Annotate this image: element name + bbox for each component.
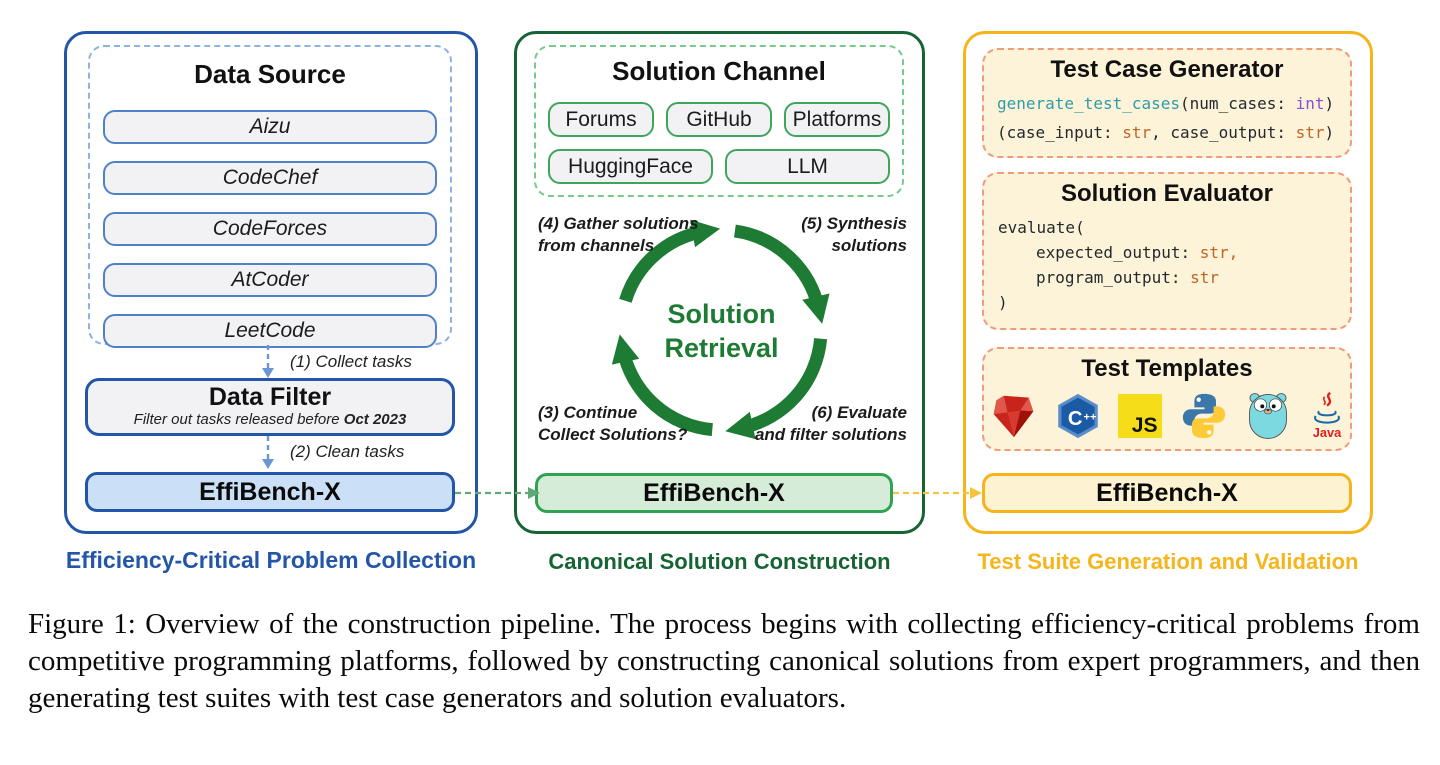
- source-tile-codeforces: CodeForces: [103, 212, 437, 246]
- code-token: ): [1324, 123, 1335, 142]
- evaluator-code-line-4: ): [998, 293, 1008, 312]
- data-filter-subtitle-date: Oct 2023: [343, 411, 407, 428]
- step6-line1: (6) Evaluate: [811, 403, 907, 422]
- test-templates-box: Test Templates C ++ JS: [982, 347, 1352, 451]
- collect-tasks-arrow-icon: [262, 345, 274, 378]
- step3-line2: Collect Solutions?: [538, 425, 688, 444]
- channel-tile-platforms: Platforms: [784, 102, 890, 137]
- cycle-step-3-label: (3) Continue Collect Solutions?: [538, 402, 687, 446]
- test-case-generator-title: Test Case Generator: [1050, 56, 1284, 83]
- solution-retrieval-line2: Retrieval: [664, 333, 779, 363]
- go-gopher-icon: [1248, 393, 1287, 439]
- test-case-generator-box: Test Case Generator generate_test_cases(…: [982, 48, 1352, 158]
- code-token: (num_cases:: [1180, 94, 1296, 113]
- cycle-step-5-label: (5) Synthesis solutions: [801, 213, 907, 257]
- evaluator-code-line-2: expected_output: str,: [1036, 240, 1350, 265]
- code-token: expected_output:: [1036, 243, 1200, 262]
- data-filter-title: Data Filter: [208, 383, 332, 411]
- data-source-title: Data Source: [194, 59, 346, 89]
- channel-tile-github: GitHub: [666, 102, 772, 137]
- code-token-str: str: [1122, 123, 1152, 142]
- cpp-letter: C: [1067, 408, 1082, 430]
- java-label: Java: [1312, 425, 1341, 440]
- solution-channel-title: Solution Channel: [612, 56, 826, 86]
- cycle-step-4-label: (4) Gather solutions from channels: [538, 213, 699, 257]
- clean-tasks-label: (2) Clean tasks: [290, 442, 405, 461]
- ruby-icon: [993, 395, 1033, 438]
- panel-solution-construction: Solution Channel Forums GitHub Platforms…: [514, 31, 925, 534]
- data-source-group: Data Source Aizu CodeChef CodeForces AtC…: [88, 45, 452, 348]
- source-tile-aizu: Aizu: [103, 110, 437, 144]
- effibench-box-construction: EffiBench-X: [535, 473, 893, 513]
- construction-to-testsuite-arrow-icon: [893, 487, 982, 499]
- js-label: JS: [1131, 414, 1157, 437]
- generator-code-line-1: generate_test_cases(num_cases: int): [997, 94, 1350, 113]
- solution-evaluator-box: Solution Evaluator evaluate( expected_ou…: [982, 172, 1352, 330]
- code-token: program_output:: [1036, 268, 1191, 287]
- channel-row-1: Forums GitHub Platforms: [548, 102, 890, 137]
- java-icon: Java: [1312, 391, 1342, 440]
- step6-line2: and filter solutions: [754, 425, 907, 444]
- code-token-str: str: [1190, 268, 1220, 287]
- collect-tasks-label: (1) Collect tasks: [290, 352, 412, 371]
- python-icon: [1182, 393, 1225, 439]
- code-token-str: str,: [1199, 243, 1239, 262]
- solution-channel-group: Solution Channel Forums GitHub Platforms…: [534, 45, 904, 197]
- panel-problem-collection: Data Source Aizu CodeChef CodeForces AtC…: [64, 31, 478, 534]
- caption-problem-collection: Efficiency-Critical Problem Collection: [65, 547, 477, 573]
- test-templates-title: Test Templates: [1081, 355, 1253, 382]
- source-tile-atcoder: AtCoder: [103, 263, 437, 297]
- evaluator-code-line-3: program_output: str: [1036, 265, 1350, 290]
- step4-line2: from channels: [538, 236, 655, 255]
- channel-tile-forums: Forums: [548, 102, 654, 137]
- data-filter-box: Data Filter Filter out tasks released be…: [85, 378, 455, 436]
- code-token: ): [1324, 94, 1335, 113]
- cpp-icon: C ++: [1057, 393, 1098, 439]
- channel-row-2: HuggingFace LLM: [548, 149, 890, 184]
- solution-retrieval-label: Solution Retrieval: [619, 297, 824, 365]
- step4-line1: (4) Gather solutions: [538, 214, 699, 233]
- cpp-plusplus: ++: [1083, 412, 1096, 424]
- clean-tasks-arrow-icon: [262, 436, 274, 469]
- javascript-icon: JS: [1117, 394, 1162, 438]
- effibench-box-testsuite: EffiBench-X: [982, 473, 1352, 513]
- channel-tile-llm: LLM: [725, 149, 890, 184]
- code-token: (case_input:: [997, 123, 1123, 142]
- data-filter-subtitle: Filter out tasks released before Oct 202…: [88, 411, 452, 428]
- code-token-int: int: [1295, 94, 1325, 113]
- data-filter-subtitle-text: Filter out tasks released before: [133, 411, 344, 428]
- language-icon-row: C ++ JS: [984, 388, 1350, 444]
- panel-test-suite-generation: Test Case Generator generate_test_cases(…: [963, 31, 1373, 534]
- solution-evaluator-title: Solution Evaluator: [1060, 180, 1273, 207]
- collection-to-construction-arrow-icon: [455, 487, 540, 499]
- effibench-box-collection: EffiBench-X: [85, 472, 455, 512]
- solution-retrieval-line1: Solution: [667, 299, 776, 329]
- step3-line1: (3) Continue: [538, 403, 638, 422]
- source-tile-codechef: CodeChef: [103, 161, 437, 195]
- solution-retrieval-cycle-icon: [611, 219, 830, 440]
- step5-line2: solutions: [831, 236, 907, 255]
- step5-line1: (5) Synthesis: [801, 214, 907, 233]
- channel-tile-huggingface: HuggingFace: [548, 149, 713, 184]
- evaluator-code-line-1: evaluate(: [998, 218, 1085, 237]
- caption-solution-construction: Canonical Solution Construction: [548, 549, 891, 574]
- code-token-str: str: [1295, 123, 1325, 142]
- code-token: , case_output:: [1151, 123, 1296, 142]
- code-token-fn: generate_test_cases: [997, 94, 1181, 113]
- caption-test-suite: Test Suite Generation and Validation: [977, 549, 1359, 574]
- figure-caption: Figure 1: Overview of the construction p…: [28, 608, 1420, 714]
- generator-code-line-2: (case_input: str, case_output: str): [997, 123, 1350, 142]
- source-tile-leetcode: LeetCode: [103, 314, 437, 348]
- cycle-step-6-label: (6) Evaluate and filter solutions: [755, 402, 907, 446]
